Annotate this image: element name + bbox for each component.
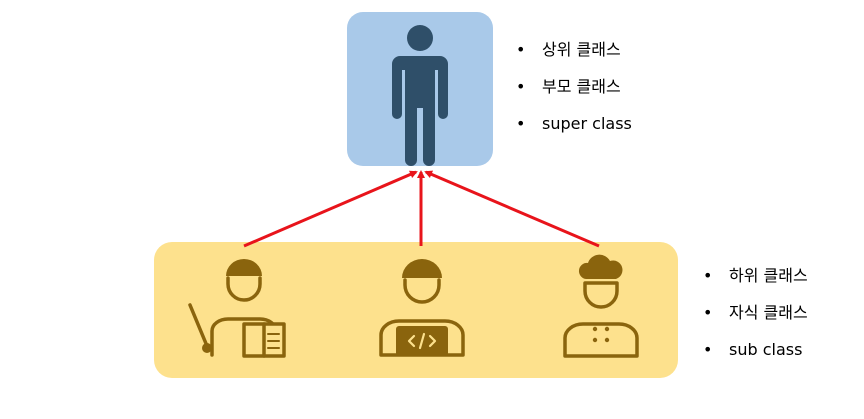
chef-icon <box>563 254 639 358</box>
arrow-chef-to-parent <box>424 170 600 248</box>
parent-class-labels: 상위 클래스 부모 클래스 super class <box>516 40 632 151</box>
person-icon <box>392 25 448 166</box>
arrow-teacher-to-parent <box>243 170 418 248</box>
child-label-1: 하위 클래스 <box>703 266 808 303</box>
parent-label-3: super class <box>516 114 632 151</box>
developer-icon <box>379 259 465 357</box>
parent-label-1: 상위 클래스 <box>516 40 632 77</box>
child-label-2: 자식 클래스 <box>703 303 808 340</box>
teacher-icon <box>188 259 286 358</box>
child-label-3: sub class <box>703 340 808 377</box>
inheritance-arrows <box>243 170 600 248</box>
parent-label-2: 부모 클래스 <box>516 77 632 114</box>
child-class-labels: 하위 클래스 자식 클래스 sub class <box>703 266 808 377</box>
